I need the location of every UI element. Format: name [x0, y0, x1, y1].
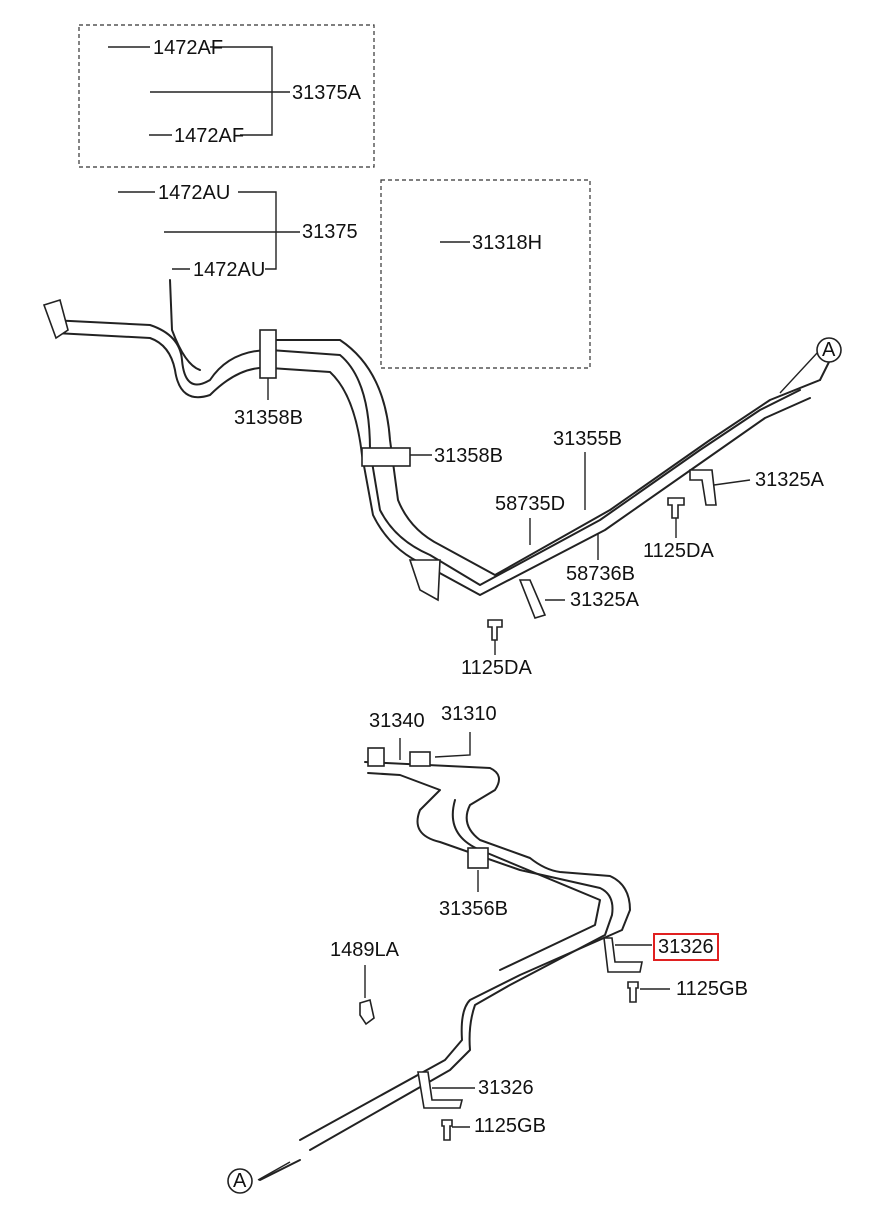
fitting-31310: [409, 751, 431, 767]
label-1125gb-lower: 1125GB: [474, 1115, 546, 1137]
label-1125da-right: 1125DA: [643, 540, 714, 562]
label-31355b: 31355B: [553, 428, 622, 450]
marker-a-top: [816, 337, 842, 363]
label-31326-highlighted[interactable]: 31326: [653, 933, 719, 961]
clip-1489la: [359, 998, 375, 1026]
fitting-31340: [367, 747, 385, 767]
label-a-bottom: A: [233, 1170, 247, 1192]
hose-31375a: [90, 42, 148, 142]
clip-31358b-left: [259, 329, 277, 379]
clip-31358b-mid: [361, 447, 411, 467]
label-31318h: 31318H: [472, 232, 543, 254]
hose-31375: [106, 190, 169, 270]
bracket-mid-end: [408, 559, 441, 602]
bracket-31325a-right: [689, 469, 717, 506]
bracket-31325a-lower: [518, 579, 547, 619]
hose-31318h: [396, 198, 574, 354]
detail-box-31375a: [78, 24, 375, 168]
marker-a-bottom: [227, 1168, 253, 1194]
bolt-1125gb-upper: [627, 981, 639, 1003]
label-a-top: A: [822, 339, 836, 361]
label-31326-lower: 31326: [478, 1077, 534, 1099]
label-31325a-right: 31325A: [755, 469, 824, 491]
label-31356b: 31356B: [439, 898, 508, 920]
label-1472af-top: 1472AF: [153, 37, 224, 59]
label-31358b-mid: 31358B: [434, 445, 503, 467]
bracket-left-end: [42, 298, 69, 340]
lower-line-assembly: [259, 761, 631, 1181]
label-31375a: 31375A: [292, 82, 361, 104]
label-31310: 31310: [441, 703, 497, 725]
bolt-1125da-right: [667, 497, 685, 519]
bracket-31326-lower: [417, 1071, 464, 1109]
bracket-31326-upper: [603, 937, 643, 973]
label-1472au-top: 1472AU: [158, 182, 231, 204]
label-1125da-lower: 1125DA: [461, 657, 532, 679]
bolt-1125gb-lower: [441, 1119, 453, 1141]
label-31325a-lower: 31325A: [570, 589, 639, 611]
label-31358b-left: 31358B: [234, 407, 303, 429]
label-31375: 31375: [302, 221, 358, 243]
label-58735d: 58735D: [495, 493, 566, 515]
bolt-1125da-lower: [487, 619, 503, 641]
detail-box-31318h: [380, 179, 591, 369]
label-31340: 31340: [369, 710, 425, 732]
label-1489la: 1489LA: [330, 939, 399, 961]
label-1125gb-upper: 1125GB: [676, 978, 748, 1000]
label-58736b: 58736B: [566, 563, 635, 585]
clip-31356b: [467, 847, 489, 869]
label-1472af-bottom: 1472AF: [174, 125, 245, 147]
label-1472au-bottom: 1472AU: [193, 259, 266, 281]
